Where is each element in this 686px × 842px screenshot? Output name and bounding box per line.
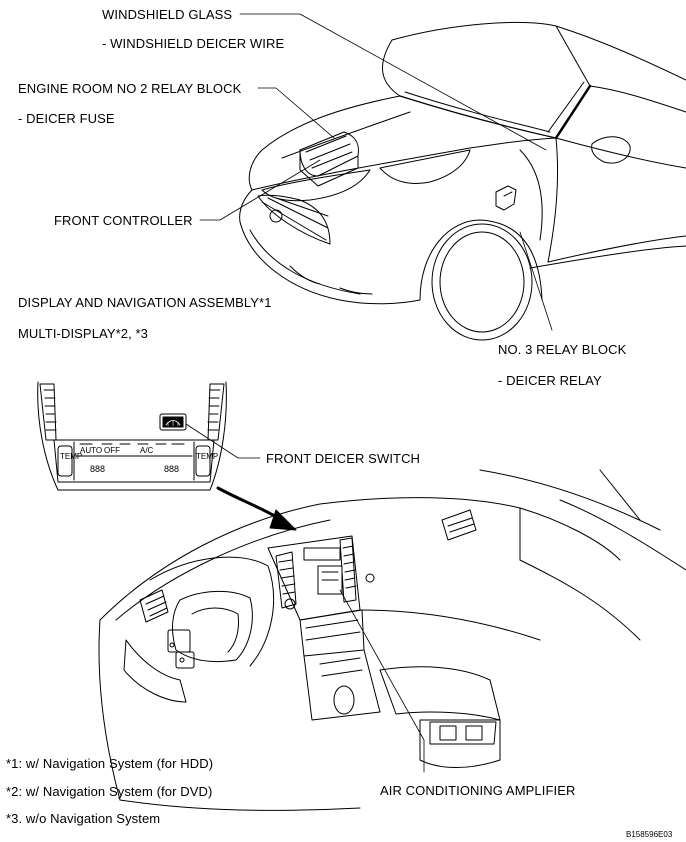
label-deicer-fuse: - DEICER FUSE xyxy=(18,111,115,126)
car-exterior-drawing xyxy=(239,21,686,341)
footnote-1: *1: w/ Navigation System (for HDD) xyxy=(6,756,214,771)
label-multi-display: MULTI-DISPLAY*2, *3 xyxy=(18,326,149,341)
climate-panel-drawing xyxy=(37,381,261,491)
label-display-navigation-assembly: DISPLAY AND NAVIGATION ASSEMBLY*1 xyxy=(18,295,272,310)
leader-lines-bottom xyxy=(339,589,425,773)
footnote-2: *2: w/ Navigation System (for DVD) xyxy=(6,784,213,799)
label-deicer-relay: - DEICER RELAY xyxy=(498,373,602,388)
panel-auto: AUTO xyxy=(80,446,103,455)
dashboard-drawing xyxy=(98,469,686,811)
footnote-3: *3. w/o Navigation System xyxy=(6,811,161,826)
panel-readout-right: 888 xyxy=(164,464,180,474)
label-windshield-glass: WINDSHIELD GLASS xyxy=(102,7,233,22)
panel-ac: A/C xyxy=(140,446,154,455)
leader-lines-top xyxy=(199,13,553,331)
label-engine-room-relay-block: ENGINE ROOM NO 2 RELAY BLOCK xyxy=(18,81,242,96)
reference-code: B158596E03 xyxy=(626,830,673,839)
label-no3-relay-block: NO. 3 RELAY BLOCK xyxy=(498,342,627,357)
panel-temp-left: TEMP xyxy=(60,452,83,461)
label-windshield-deicer-wire: - WINDSHIELD DEICER WIRE xyxy=(102,36,285,51)
panel-off: OFF xyxy=(104,446,120,455)
label-front-controller: FRONT CONTROLLER xyxy=(54,213,193,228)
pointer-arrow xyxy=(216,486,297,531)
label-air-conditioning-amplifier: AIR CONDITIONING AMPLIFIER xyxy=(380,783,576,798)
panel-readout-left: 888 xyxy=(90,464,106,474)
label-front-deicer-switch: FRONT DEICER SWITCH xyxy=(266,451,421,466)
panel-temp-right: TEMP xyxy=(196,452,219,461)
